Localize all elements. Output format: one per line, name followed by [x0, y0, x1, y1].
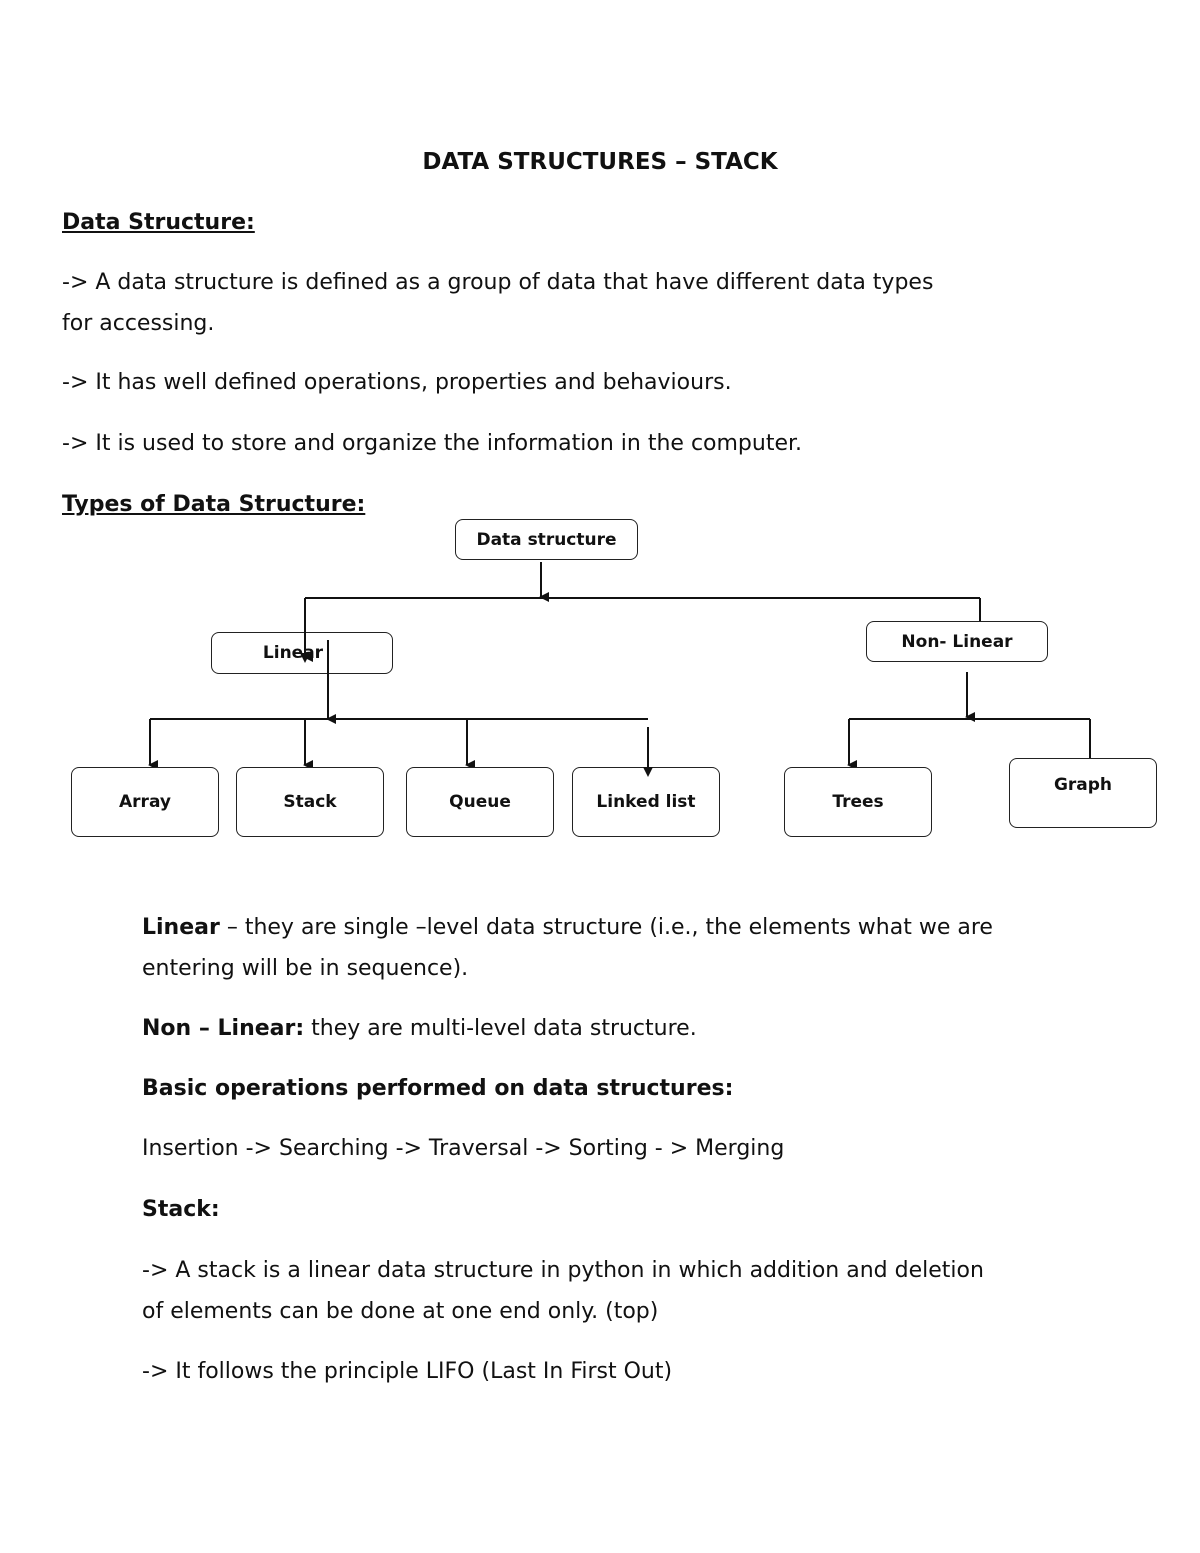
node-data-structure: Data structure [455, 519, 638, 560]
definition-nonlinear: Non – Linear: they are multi-level data … [142, 1008, 697, 1049]
node-array: Array [71, 767, 219, 837]
node-linked-list: Linked list [572, 767, 720, 837]
definition-linear-text: – they are single –level data structure … [219, 915, 993, 940]
term-nonlinear: Non – Linear: [142, 1016, 305, 1041]
node-non-linear: Non- Linear [866, 621, 1048, 662]
operations-list: Insertion -> Searching -> Traversal -> S… [142, 1136, 785, 1161]
definition-linear-line2: entering will be in sequence). [142, 956, 469, 981]
heading-stack: Stack: [142, 1197, 220, 1222]
data-structure-diagram: Data structure Linear Non- Linear Array … [0, 505, 1200, 855]
node-graph: Graph [1009, 758, 1157, 828]
definition-linear-line1: Linear – they are single –level data str… [142, 907, 993, 948]
stack-definition-line2: of elements can be done at one end only.… [142, 1299, 659, 1324]
stack-definition-line1: -> A stack is a linear data structure in… [142, 1258, 984, 1283]
node-linear-label: Linear [262, 643, 324, 663]
paragraph-store: -> It is used to store and organize the … [62, 431, 803, 456]
node-queue: Queue [406, 767, 554, 837]
definition-nonlinear-text: they are multi-level data structure. [304, 1016, 697, 1041]
section-heading-data-structure: Data Structure: [62, 210, 255, 235]
node-trees: Trees [784, 767, 932, 837]
paragraph-operations: -> It has well defined operations, prope… [62, 370, 732, 395]
node-linear: Linear [211, 632, 393, 674]
paragraph-definition-line2: for accessing. [62, 311, 215, 336]
stack-lifo: -> It follows the principle LIFO (Last I… [142, 1359, 673, 1384]
term-linear: Linear [142, 915, 220, 940]
paragraph-definition-line1: -> A data structure is defined as a grou… [62, 270, 934, 295]
node-stack: Stack [236, 767, 384, 837]
heading-basic-operations: Basic operations performed on data struc… [142, 1076, 734, 1101]
page-title: DATA STRUCTURES – STACK [422, 149, 778, 175]
section-heading-types: Types of Data Structure: [62, 492, 366, 517]
